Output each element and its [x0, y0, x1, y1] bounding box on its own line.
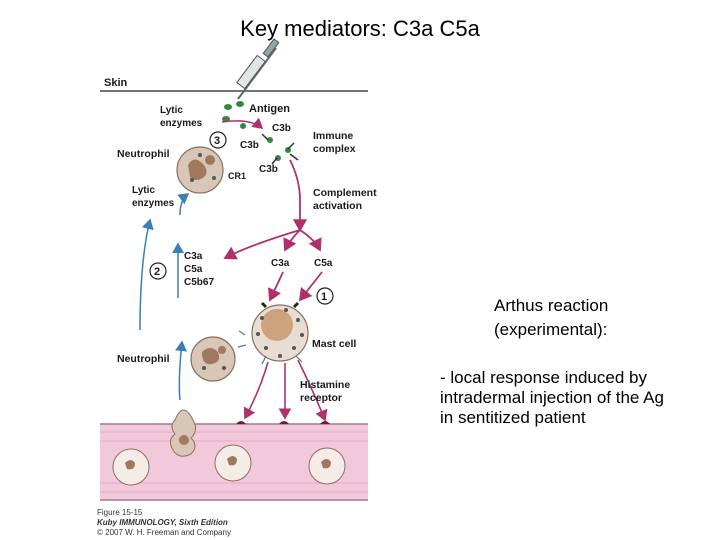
histamine-receptors: [236, 421, 330, 424]
arrow-complement: [289, 159, 308, 232]
arthus-heading-line1: Arthus reaction: [494, 296, 609, 315]
c3b-label-b: C3b: [240, 140, 259, 151]
neutrophil-extravasating: [169, 409, 197, 457]
arthus-heading: Arthus reaction (experimental):: [494, 294, 694, 342]
step-2-number: 2: [154, 266, 160, 278]
step-2-badge: [149, 262, 167, 280]
arrow-to-c5a: [299, 229, 322, 252]
c5a-left-label: C5a: [184, 264, 203, 275]
figure-caption-source: Kuby IMMUNOLOGY, Sixth Edition: [97, 518, 228, 527]
lytic-enzymes-top-label: Lytic enzymes: [160, 105, 203, 129]
immune-complex-label: Immune complex: [313, 130, 356, 155]
antigen-particles: [222, 101, 246, 129]
lytic-enzymes-mid-label: Lytic enzymes: [132, 185, 175, 209]
step-1-number: 1: [321, 291, 327, 303]
arthus-description: - local response induced by intradermal …: [440, 368, 664, 427]
antigen-label: Antigen: [249, 103, 290, 115]
skin-label: Skin: [104, 77, 128, 89]
figure-caption-copyright: © 2007 W. H. Freeman and Company: [97, 528, 231, 537]
c5a-right-label: C5a: [314, 258, 333, 269]
arrow-histamine-3: [297, 359, 328, 422]
step-3-badge: [209, 131, 227, 149]
cr1-label: CR1: [228, 171, 246, 181]
figure-caption-number: Figure 15-15: [97, 508, 143, 517]
syringe-icon: [236, 38, 280, 100]
mast-cell: [237, 301, 309, 365]
arrow-to-left-mediators: [223, 229, 301, 260]
arrow-histamine-1: [243, 361, 269, 420]
arrow-enzymes: [221, 117, 264, 129]
arrow-blue-top: [177, 193, 190, 216]
arrow-to-c3a: [283, 229, 301, 252]
mast-cell-label: Mast cell: [312, 338, 356, 350]
histamine-receptor-label: Histamine receptor: [300, 379, 353, 404]
arrow-blue-left: [139, 218, 154, 331]
c5b67-label: C5b67: [184, 277, 214, 288]
c3b-label-a: C3b: [272, 123, 291, 134]
arrow-blue-bottom: [175, 340, 188, 401]
c3a-right-label: C3a: [271, 258, 290, 269]
neutrophil-top: [176, 146, 224, 194]
complement-label: Complement activation: [313, 187, 380, 212]
step-1-badge: [316, 287, 334, 305]
neutrophil-bottom: [190, 336, 236, 382]
neutrophil-top-label: Neutrophil: [117, 148, 170, 160]
arrow-c3a-down: [268, 271, 284, 302]
slide-title: Key mediators: C3a C5a: [240, 16, 480, 41]
c3b-label-c: C3b: [259, 164, 278, 175]
arthus-heading-line2: (experimental):: [494, 320, 608, 339]
step-3-number: 3: [214, 135, 220, 147]
c3a-left-label: C3a: [184, 251, 203, 262]
blood-cells: [112, 444, 346, 486]
immune-complex: [261, 133, 299, 165]
neutrophil-bottom-label: Neutrophil: [117, 353, 170, 365]
arrow-c5a-down: [298, 271, 323, 302]
